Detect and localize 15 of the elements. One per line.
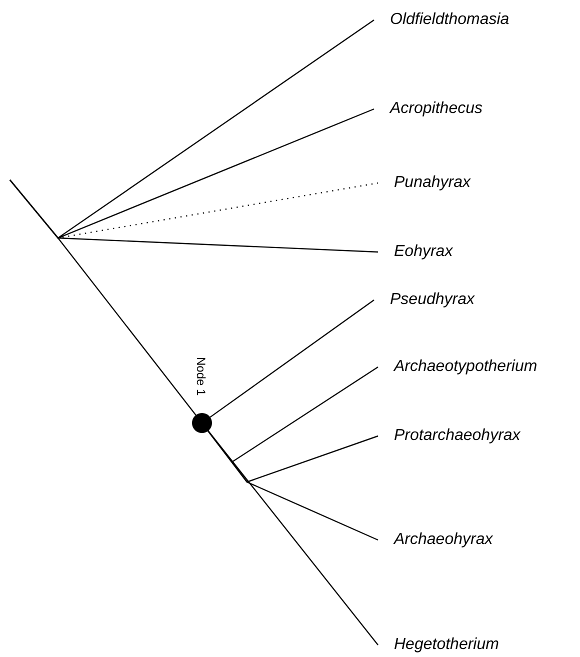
taxon-label: Pseudhyrax bbox=[374, 290, 474, 310]
node-label: Node 1 bbox=[194, 357, 208, 396]
branch-line bbox=[10, 180, 196, 416]
node-dot bbox=[192, 413, 212, 433]
taxon-label: Eohyrax bbox=[378, 242, 453, 262]
branch-line bbox=[208, 430, 378, 646]
taxon-label: Hegetotherium bbox=[378, 635, 499, 655]
branch-line bbox=[210, 300, 374, 418]
taxon-label: Archaeohyrax bbox=[378, 530, 493, 550]
taxon-label: Punahyrax bbox=[378, 173, 470, 193]
branch-line bbox=[208, 430, 378, 541]
taxon-label: Oldfieldthomasia bbox=[374, 10, 510, 30]
taxon-label: Acropithecus bbox=[374, 99, 482, 119]
taxon-label: Archaeotypotherium bbox=[378, 357, 538, 377]
taxon-label: Protarchaeohyrax bbox=[378, 426, 520, 446]
